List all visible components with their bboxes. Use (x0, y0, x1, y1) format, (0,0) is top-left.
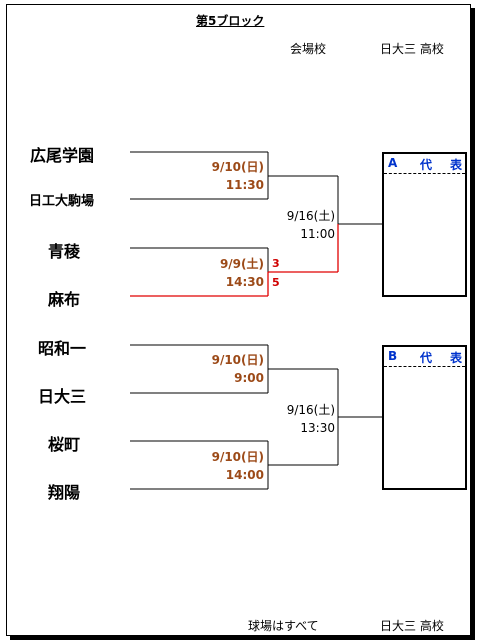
winner-path (130, 224, 339, 297)
venue-school: 日大三 高校 (380, 42, 444, 56)
rep-a-char2: 表 (450, 158, 463, 172)
match2-score-bottom: 5 (272, 276, 280, 289)
team-showa-ichi: 昭和一 (38, 339, 87, 358)
sf1-date: 9/16(土) (286, 209, 335, 223)
rep-b-char1: 代 (420, 351, 433, 365)
frame-shadow-right (471, 8, 475, 640)
sf2-date: 9/16(土) (286, 403, 335, 417)
block-title: 第5ブロック (196, 14, 265, 28)
match2-date: 9/9(土) (219, 257, 264, 271)
rep-b-letter: B (388, 349, 398, 363)
team-sakuramachi: 桜町 (48, 435, 81, 454)
team-shoyo: 翔陽 (48, 483, 81, 502)
match4-time: 14:00 (225, 468, 264, 482)
frame-shadow-bottom (10, 636, 475, 640)
rep-a-letter: A (388, 156, 398, 170)
representative-a-box: A 代 表 (382, 152, 467, 297)
venue-label: 会場校 (290, 42, 327, 56)
match4-date: 9/10(日) (211, 450, 264, 464)
representative-b-box: B 代 表 (382, 345, 467, 490)
team-seiryo: 青稜 (48, 242, 81, 261)
rep-b-char2: 表 (450, 351, 463, 365)
team-hiroo-gakuen: 広尾学園 (30, 146, 95, 165)
match1-time: 11:30 (225, 178, 264, 192)
rep-a-char1: 代 (420, 158, 433, 172)
team-azabu: 麻布 (48, 290, 81, 309)
sf1-time: 11:00 (300, 227, 335, 241)
representative-b-label: B 代 表 (384, 347, 465, 367)
footer-school: 日大三 高校 (380, 619, 444, 633)
match1-date: 9/10(日) (211, 160, 264, 174)
footer-label: 球場はすべて (248, 619, 319, 633)
match3-date: 9/10(日) (211, 353, 264, 367)
bracket-frame (6, 4, 471, 636)
team-nikkodai-komaba: 日工大駒場 (29, 194, 95, 209)
match2-score-top: 3 (272, 257, 280, 270)
match3-time: 9:00 (234, 371, 264, 385)
representative-a-label: A 代 表 (384, 154, 465, 174)
match2-time: 14:30 (225, 275, 264, 289)
team-nichidai-san: 日大三 (38, 387, 87, 406)
sf2-time: 13:30 (300, 421, 335, 435)
